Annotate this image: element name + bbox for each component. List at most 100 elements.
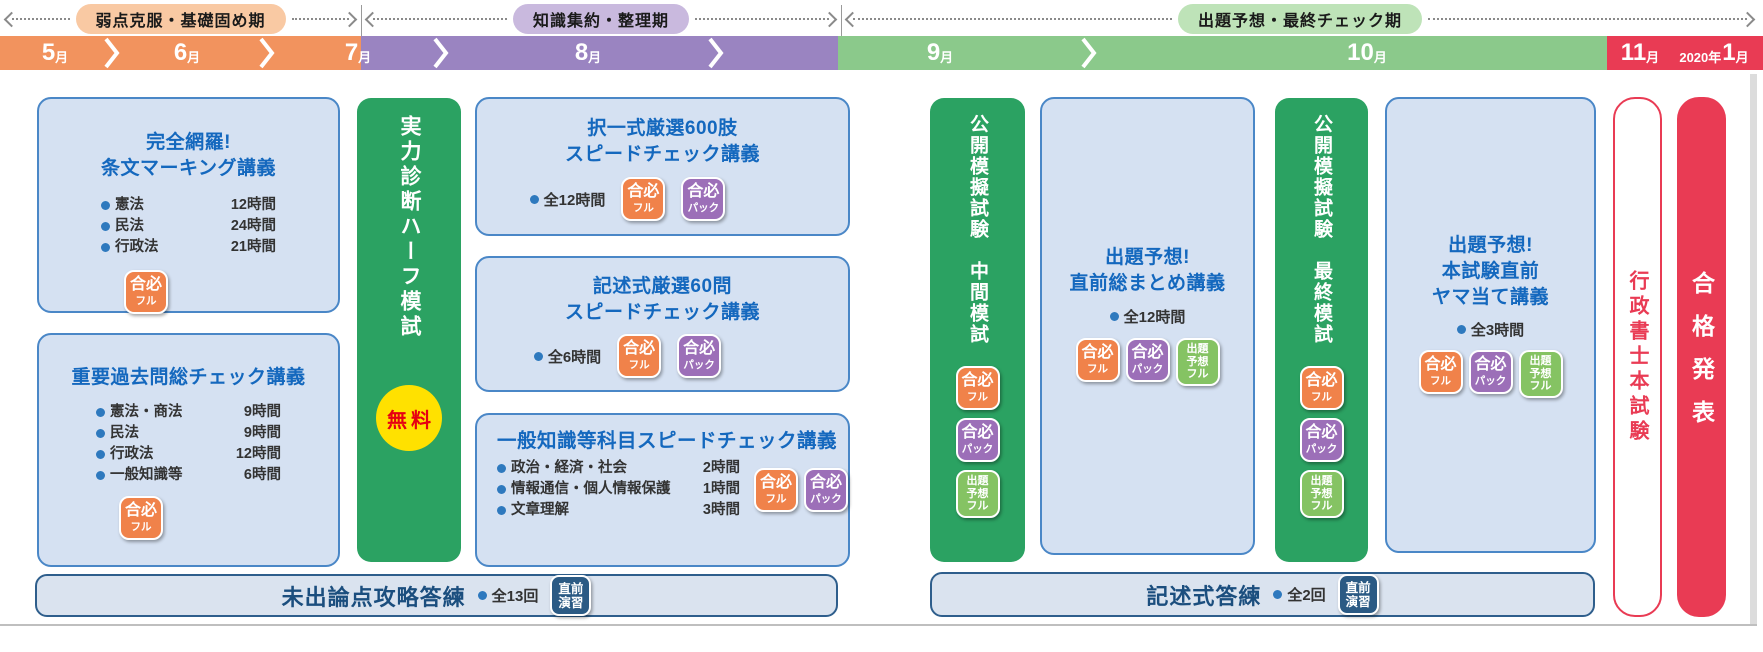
mishutsu-ronten-bar: 未出論点攻略答練 全13回 直前演習	[35, 574, 838, 617]
gohitsu-full-badge: 合必フル	[1418, 350, 1463, 394]
phase-section-3: 出題予想・最終チェック期	[844, 4, 1756, 34]
phase-label-pill: 弱点克服・基礎固め期	[75, 4, 286, 34]
bar-title: 未出論点攻略答練	[281, 584, 466, 610]
honshiken-column: 行政書士本試験	[1613, 97, 1662, 617]
month-segment-green	[838, 36, 1607, 70]
month-segment-red	[1607, 36, 1763, 70]
month-segment-orange	[0, 36, 361, 70]
shutsudai-yosou-full-badge: 出題予想フル	[955, 470, 1000, 518]
gohitsu-pack-badge: 合必パック	[1468, 350, 1513, 394]
gohitsu-full-badge: 合必フル	[617, 334, 662, 378]
total-hours: 全12時間	[1109, 306, 1185, 327]
dashed-line	[291, 18, 350, 20]
total-count: 全13回	[477, 585, 538, 606]
dashed-line	[12, 18, 70, 20]
bullet-icon	[497, 506, 506, 515]
course-box-takuitsu: 択一式厳選600肢 スピードチェック講義 全12時間 合必フル 合必パック	[475, 97, 850, 236]
half-moshi-title: 実力診断ハーフ模試	[398, 115, 421, 340]
bullet-icon	[497, 485, 506, 494]
shutsudai-yosou-full-badge: 出題予想フル	[1299, 470, 1344, 518]
phase-divider	[841, 5, 842, 36]
arrow-right-icon	[821, 11, 838, 27]
gohitsu-pack-badge: 合必パック	[681, 177, 726, 221]
chokuzen-enshu-badge: 直前演習	[550, 575, 592, 616]
course-title: 出題予想! 直前総まとめ講義	[1069, 247, 1226, 294]
course-title: 択一式厳選600肢 スピードチェック講義	[564, 118, 760, 165]
arrow-left-icon	[3, 11, 20, 27]
chukan-moshi-title: 公開模擬試験 中間模試	[967, 114, 988, 345]
bullet-icon	[1456, 325, 1466, 334]
phase-divider	[361, 5, 362, 36]
gohitsu-full-badge: 合必フル	[621, 177, 666, 221]
dashed-line	[695, 18, 830, 20]
course-box-kijutsu: 記述式厳選60問 スピードチェック講義 全6時間 合必フル 合必パック	[475, 256, 850, 392]
course-title: 記述式厳選60問 スピードチェック講義	[564, 276, 760, 323]
bullet-icon	[96, 450, 105, 459]
bullet-icon	[96, 408, 105, 417]
goukaku-happyou-column: 合格発表	[1677, 97, 1726, 617]
bullet-icon	[96, 429, 105, 438]
bullet-icon	[477, 591, 487, 600]
gohitsu-full-badge: 合必フル	[124, 270, 168, 314]
bullet-icon	[101, 201, 110, 210]
gohitsu-pack-badge: 合必パック	[677, 334, 722, 378]
arrow-left-icon	[364, 11, 381, 27]
phase-section-2: 知識集約・整理期	[364, 4, 838, 34]
gohitsu-pack-badge: 合必パック	[804, 467, 848, 512]
bar-title: 記述式答練	[1146, 583, 1262, 609]
gohitsu-pack-badge: 合必パック	[1125, 338, 1170, 382]
page-edge-right	[1750, 74, 1757, 626]
gohitsu-pack-badge: 合必パック	[955, 418, 1000, 462]
chevron-icon	[708, 37, 724, 69]
saishu-moshi-bar: 公開模擬試験 最終模試 合必フル 合必パック 出題予想フル	[1275, 98, 1368, 562]
bullet-icon	[96, 471, 105, 480]
arrow-left-icon	[844, 11, 861, 27]
page-edge-bottom	[0, 624, 1757, 626]
bullet-icon	[529, 194, 539, 204]
kijutsu-touren-bar: 記述式答練 全2回 直前演習	[930, 572, 1595, 617]
phase-section-1: 弱点克服・基礎固め期	[3, 4, 358, 34]
gohitsu-full-badge: 合必フル	[119, 496, 163, 540]
total-hours: 全6時間	[533, 346, 601, 367]
gohitsu-full-badge: 合必フル	[1075, 338, 1120, 382]
gohitsu-full-badge: 合必フル	[955, 366, 1000, 410]
course-title: 一般知識等科目スピードチェック講義	[497, 430, 838, 452]
dashed-line	[853, 18, 1172, 20]
bullet-icon	[101, 243, 110, 252]
gohitsu-pack-badge: 合必パック	[1299, 418, 1344, 462]
arrow-right-icon	[1739, 11, 1756, 27]
chevron-icon	[433, 37, 449, 69]
chevron-icon	[104, 37, 120, 69]
chukan-moshi-bar: 公開模擬試験 中間模試 合必フル 合必パック 出題予想フル	[930, 98, 1025, 562]
gohitsu-full-badge: 合必フル	[754, 467, 798, 512]
course-title: 完全網羅! 条文マーキング講義	[101, 132, 276, 179]
dashed-line	[373, 18, 507, 20]
phase-label-pill: 出題予想・最終チェック期	[1178, 4, 1423, 34]
bullet-icon	[497, 464, 506, 473]
chevron-icon	[1081, 37, 1097, 69]
chokuzen-enshu-badge: 直前演習	[1337, 574, 1379, 615]
free-badge: 無料	[376, 385, 442, 451]
total-count: 全2回	[1273, 584, 1326, 605]
course-title: 出題予想! 本試験直前 ヤマ当て講義	[1431, 235, 1549, 308]
bullet-icon	[1109, 312, 1119, 321]
bullet-icon	[1273, 590, 1283, 599]
